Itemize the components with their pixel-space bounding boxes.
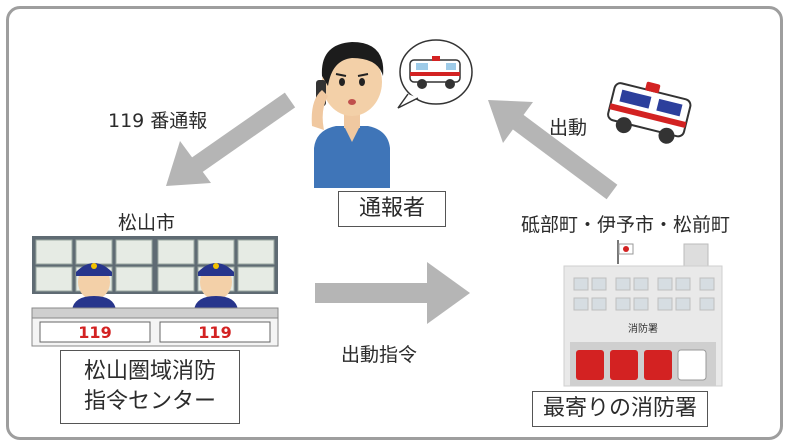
dispatch-operators-icon: 119 119 xyxy=(31,236,279,347)
dispatch-order-label: 出動指令 xyxy=(341,344,418,366)
ambulance-thought-bubble-icon xyxy=(397,39,473,109)
diagram-frame xyxy=(6,6,783,440)
reporter-box: 通報者 xyxy=(338,191,446,227)
dispatch-label: 出動 xyxy=(549,117,588,139)
fire-station-box: 最寄りの消防署 xyxy=(532,391,708,427)
desk-number-left: 119 xyxy=(78,323,111,342)
other-towns-label: 砥部町・伊予市・松前町 xyxy=(521,214,731,236)
person-on-phone-icon xyxy=(311,42,390,188)
desk-number-right: 119 xyxy=(198,323,231,342)
command-center-line1: 松山圏域消防 xyxy=(83,359,216,384)
command-center-box: 松山圏域消防 指令センター xyxy=(60,350,240,424)
station-sign: 消防署 xyxy=(628,322,658,335)
report-119-label: 119 番通報 xyxy=(108,110,208,132)
fire-station-icon: 消防署 xyxy=(563,240,723,387)
command-center-line2: 指令センター xyxy=(83,389,216,414)
matsuyama-city-label: 松山市 xyxy=(118,212,176,234)
ambulance-icon xyxy=(607,81,692,144)
